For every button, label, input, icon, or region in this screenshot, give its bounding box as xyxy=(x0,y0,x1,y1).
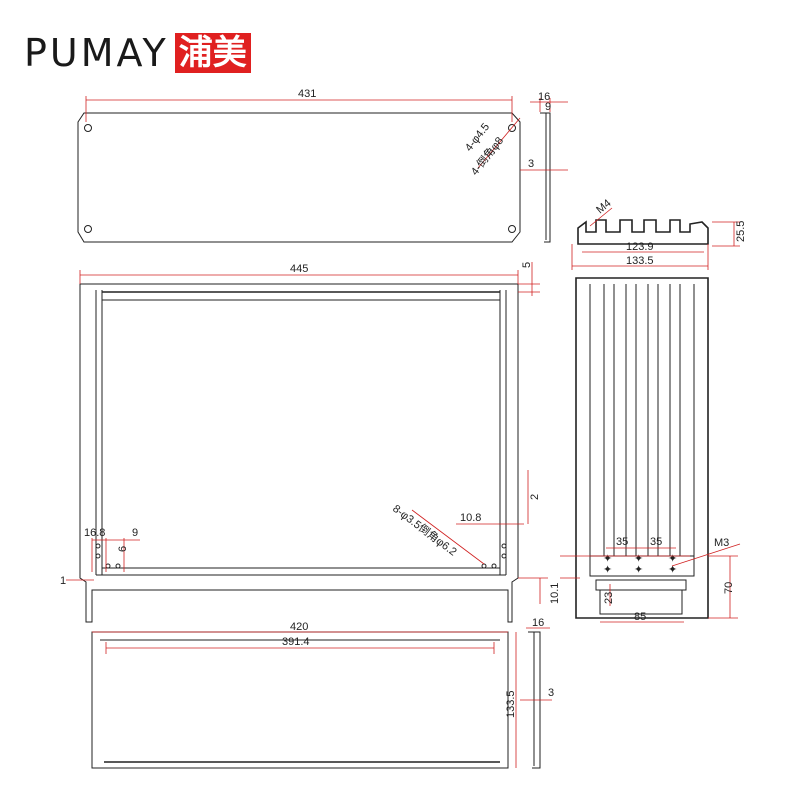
dim-frame-10-1: 10.1 xyxy=(549,583,561,604)
dim-profile-25-5: 25.5 xyxy=(735,221,747,242)
dim-frame-2: 2 xyxy=(529,494,541,500)
dim-top-16: 16 xyxy=(538,91,550,103)
dim-bottom-3: 3 xyxy=(548,687,554,699)
svg-text:✦: ✦ xyxy=(668,564,677,576)
dim-side-85: 85 xyxy=(634,611,646,623)
dim-bottom-420: 420 xyxy=(290,621,308,633)
dim-top-3: 3 xyxy=(528,158,534,170)
svg-text:✦: ✦ xyxy=(634,564,643,576)
svg-text:✦: ✦ xyxy=(634,553,643,565)
dim-thread-m3: M3 xyxy=(714,537,729,549)
dim-frame-10-8: 10.8 xyxy=(460,512,481,524)
dim-thread-m4: M4 xyxy=(594,197,613,216)
svg-text:✦: ✦ xyxy=(603,564,612,576)
dim-left-16-8: 16.8 xyxy=(84,527,105,539)
dim-left-6: 6 xyxy=(117,546,129,552)
dim-bottom-391-4: 391.4 xyxy=(282,636,310,648)
dim-frame-445: 445 xyxy=(290,263,308,275)
pumay-logo: PUMAY 浦美 xyxy=(24,30,251,76)
dim-bottom-133-5: 133.5 xyxy=(505,690,517,718)
dim-top-431: 431 xyxy=(298,88,316,100)
dim-side-35-a: 35 xyxy=(616,536,628,548)
dim-top-9: 9 xyxy=(545,101,551,113)
side-view: ✦ ✦ ✦ ✦ ✦ ✦ 35 35 M3 70 23 85 xyxy=(560,277,741,623)
profile-section: 123.9 133.5 25.5 M4 xyxy=(571,197,747,270)
top-panel-side: 16 9 3 xyxy=(520,91,568,243)
dim-side-70: 70 xyxy=(723,582,735,594)
dim-profile-123-9: 123.9 xyxy=(626,241,654,253)
svg-text:✦: ✦ xyxy=(668,553,677,565)
dim-left-9: 9 xyxy=(132,527,138,539)
logo-brand-cn: 浦美 xyxy=(174,33,251,73)
bottom-panel-view: 420 391.4 16 133.5 3 xyxy=(91,617,554,769)
dim-left-1: 1 xyxy=(60,575,66,587)
dim-frame-5: 5 xyxy=(521,262,533,268)
dim-bottom-16: 16 xyxy=(532,617,544,629)
top-panel-view: 431 4-φ4.5 4-倒角φ8 xyxy=(77,88,521,243)
logo-brand-text: PUMAY xyxy=(24,31,169,75)
dim-frame-hole-spec: 8-φ3.5倒角φ6.2 xyxy=(390,502,459,559)
svg-text:✦: ✦ xyxy=(603,553,612,565)
frame-view: 445 5 10.8 8-φ3.5倒角φ6.2 2 10.1 16.8 9 6 … xyxy=(60,262,561,623)
dim-profile-133-5: 133.5 xyxy=(626,255,654,267)
dim-side-23: 23 xyxy=(603,592,615,604)
dim-side-35-b: 35 xyxy=(650,536,662,548)
